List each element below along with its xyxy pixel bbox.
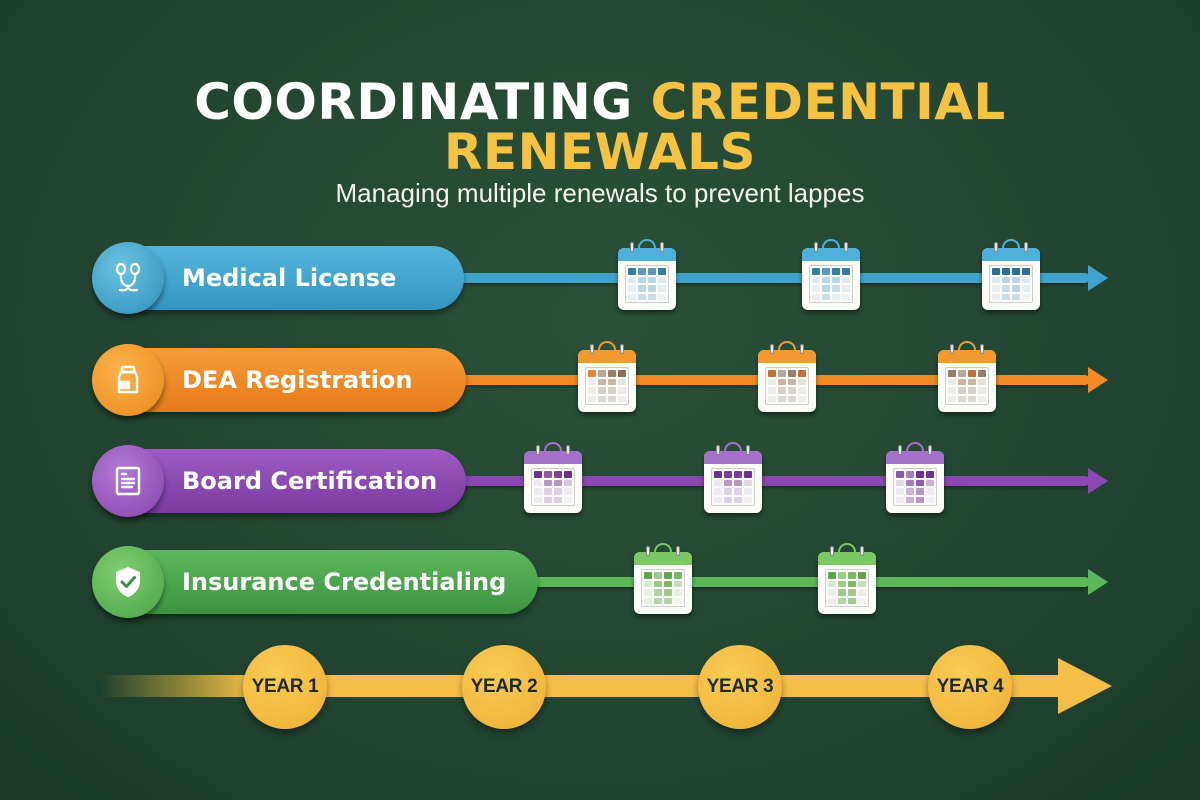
year-timeline-arrowhead-icon	[1058, 658, 1112, 714]
timeline-line	[440, 476, 1090, 486]
credential-pill: Insurance Credentialing	[100, 550, 538, 614]
credential-label: Medical License	[182, 264, 397, 292]
arrowhead-icon	[1088, 468, 1108, 494]
calendar-icon	[802, 239, 860, 310]
calendar-icon	[618, 239, 676, 310]
year-timeline-line	[100, 675, 1060, 697]
arrowhead-icon	[1088, 569, 1108, 595]
credential-label: Insurance Credentialing	[182, 568, 507, 596]
title-white-text: COORDINATING	[194, 73, 651, 131]
credential-row-board-certification: Board Certification	[0, 441, 1200, 521]
page-title-line-1: COORDINATING CREDENTIAL	[0, 72, 1200, 132]
year-marker-4: YEAR 4	[928, 645, 1012, 729]
year-marker-1: YEAR 1	[243, 645, 327, 729]
arrowhead-icon	[1088, 367, 1108, 393]
calendar-icon	[886, 442, 944, 513]
calendar-icon	[982, 239, 1040, 310]
credential-row-insurance-credentialing: Insurance Credentialing	[0, 542, 1200, 622]
page-title-line-2: RENEWALS	[0, 122, 1200, 182]
calendar-icon	[578, 341, 636, 412]
calendar-icon	[634, 543, 692, 614]
credential-label: Board Certification	[182, 467, 438, 495]
credential-row-medical-license: Medical License	[0, 238, 1200, 318]
calendar-icon	[758, 341, 816, 412]
subtitle: Managing multiple renewals to prevent la…	[335, 178, 865, 208]
credential-label: DEA Registration	[182, 366, 413, 394]
credential-pill: Board Certification	[100, 449, 466, 513]
medicine-bottle-icon	[92, 344, 164, 416]
calendar-icon	[938, 341, 996, 412]
timeline-line	[510, 577, 1090, 587]
calendar-icon	[704, 442, 762, 513]
calendar-icon	[524, 442, 582, 513]
title-gold-text-2: RENEWALS	[443, 123, 757, 181]
credential-row-dea-registration: DEA Registration	[0, 340, 1200, 420]
certificate-document-icon	[92, 445, 164, 517]
stethoscope-icon	[92, 242, 164, 314]
timeline-line	[440, 273, 1090, 283]
year-marker-2: YEAR 2	[462, 645, 546, 729]
title-gold-text: CREDENTIAL	[650, 73, 1006, 131]
shield-check-icon	[92, 546, 164, 618]
year-marker-3: YEAR 3	[698, 645, 782, 729]
arrowhead-icon	[1088, 265, 1108, 291]
calendar-icon	[818, 543, 876, 614]
